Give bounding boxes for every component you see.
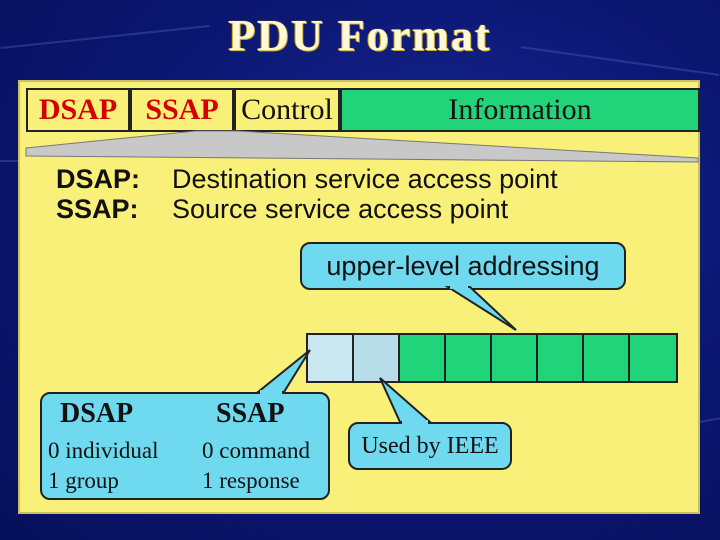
bit-cell-address [584, 335, 630, 381]
pdu-field-control: Control [234, 88, 340, 132]
diagram-panel: DSAP SSAP Control Information DSAP: Desti… [18, 80, 700, 514]
pdu-field-dsap: DSAP [26, 88, 130, 132]
pdu-field-ssap: SSAP [130, 88, 234, 132]
dsap-header: DSAP [60, 398, 134, 429]
bit-cell-address [446, 335, 492, 381]
bit-cell-address [400, 335, 446, 381]
bit-cell-address [630, 335, 676, 381]
bit-cell-address-type [308, 335, 354, 381]
definition-key: SSAP: [56, 194, 139, 224]
ssap-command: 0 command [202, 438, 310, 463]
address-bit-row [306, 333, 678, 383]
slide-title: PDU Format [228, 11, 492, 60]
bit-cell-address [538, 335, 584, 381]
definition-ssap: SSAP: Source service access point [56, 194, 508, 225]
definition-value: Destination service access point [172, 164, 558, 194]
dsap-individual: 0 individual [48, 438, 159, 463]
ssap-header: SSAP [216, 398, 285, 429]
ssap-response: 1 response [202, 468, 300, 493]
used-by-ieee-callout: Used by IEEE [348, 422, 512, 470]
definition-key: DSAP: [56, 164, 141, 194]
bit-cell-address [492, 335, 538, 381]
definition-dsap: DSAP: Destination service access point [56, 164, 558, 195]
upper-level-addressing-callout: upper-level addressing [300, 242, 626, 290]
bit-cell-reserved [354, 335, 400, 381]
address-type-callout: DSAP SSAP 0 individual 0 command 1 group… [40, 392, 330, 500]
definition-value: Source service access point [172, 194, 509, 224]
pdu-field-information: Information [340, 88, 700, 132]
dsap-group: 1 group [48, 468, 119, 493]
